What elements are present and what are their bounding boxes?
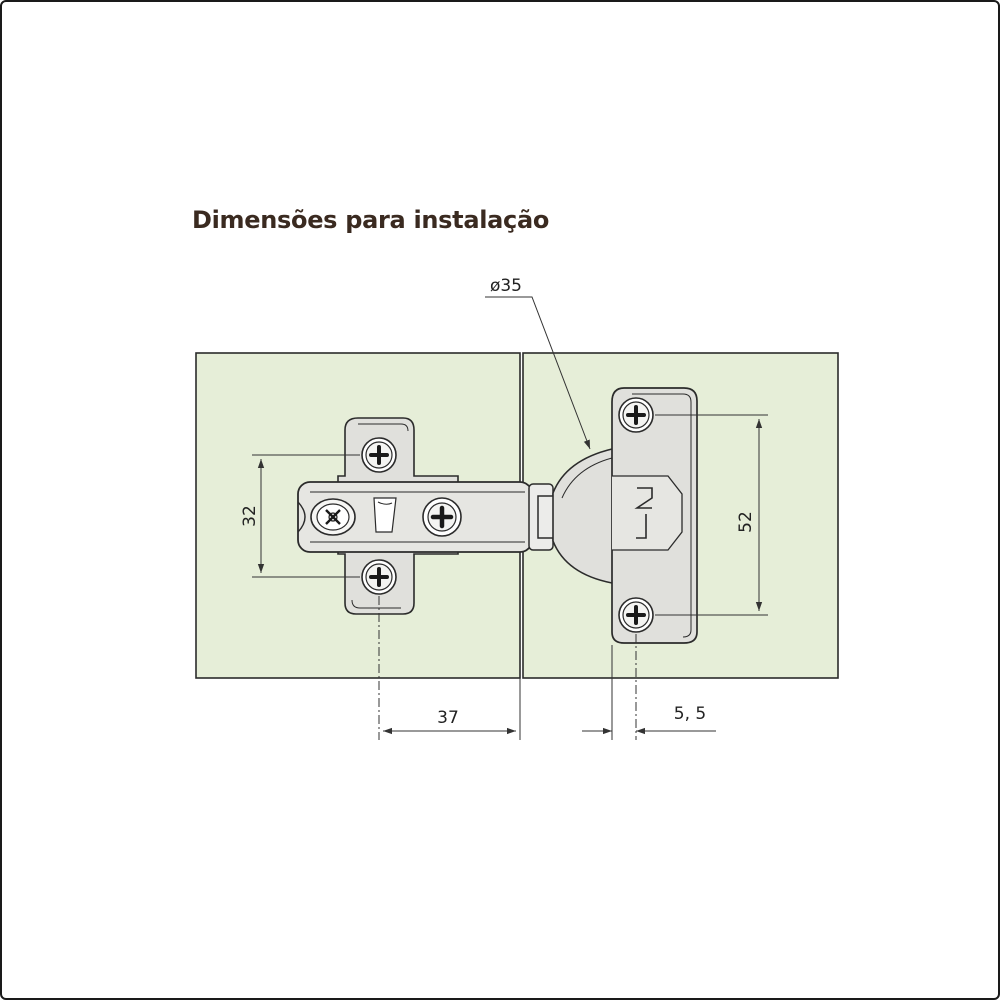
dimension-32 <box>252 454 360 578</box>
dimension-label-52: 52 <box>736 511 756 533</box>
page-title: Dimensões para instalação <box>192 206 550 234</box>
dimension-52 <box>655 414 768 616</box>
brand-logo-icon <box>634 487 653 539</box>
dimension-label-diameter: ø35 <box>490 276 522 296</box>
dimension-37 <box>378 596 521 740</box>
cup-screw-top <box>617 396 655 434</box>
dimension-5-5 <box>582 634 716 740</box>
hinge-cup <box>552 448 613 584</box>
dimension-label-37: 37 <box>437 708 459 728</box>
cam-adjuster-icon <box>310 498 356 536</box>
dimension-label-5-5: 5, 5 <box>674 704 706 724</box>
cup-plate <box>611 387 698 644</box>
plate-screw-bottom <box>360 558 398 596</box>
dimension-diameter-35 <box>485 296 591 450</box>
hinge-arm <box>297 481 533 553</box>
plate-screw-top <box>360 436 398 474</box>
dimension-label-32: 32 <box>240 505 260 527</box>
arm-adjust-screw <box>422 497 462 537</box>
cup-screw-bottom <box>617 596 655 634</box>
